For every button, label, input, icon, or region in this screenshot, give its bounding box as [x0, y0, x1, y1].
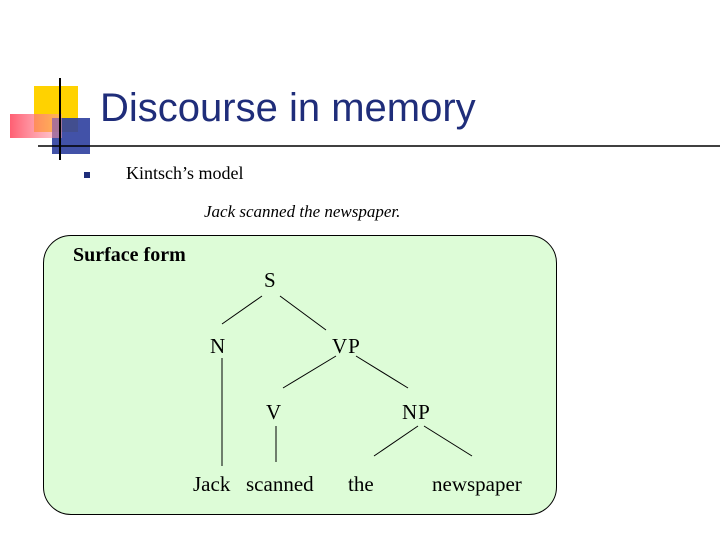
word-jack: Jack: [193, 472, 231, 496]
slide-logo-decoration: [10, 78, 720, 160]
node-vp: VP: [332, 334, 361, 358]
edge-np-the: [373, 425, 419, 457]
bullet-text: Kintsch’s model: [126, 163, 244, 183]
node-np: NP: [402, 400, 431, 424]
logo-red-bar: [10, 114, 62, 138]
word-newspaper: newspaper: [432, 472, 522, 496]
edge-s-vp: [279, 295, 327, 331]
slide-title: Discourse in memory: [100, 86, 476, 130]
word-scanned: scanned: [246, 472, 314, 496]
word-the: the: [348, 472, 374, 496]
node-n: N: [210, 334, 227, 358]
surface-form-panel: [43, 235, 557, 515]
edge-s-n: [221, 295, 263, 325]
node-s: S: [264, 268, 277, 292]
node-v: V: [266, 400, 283, 424]
edge-np-newspaper: [423, 425, 473, 457]
edge-vp-np: [355, 355, 409, 389]
edge-vp-v: [282, 355, 337, 389]
bullet-square-icon: [84, 172, 90, 178]
example-sentence: Jack scanned the newspaper.: [204, 202, 401, 221]
surface-form-label: Surface form: [73, 244, 186, 266]
